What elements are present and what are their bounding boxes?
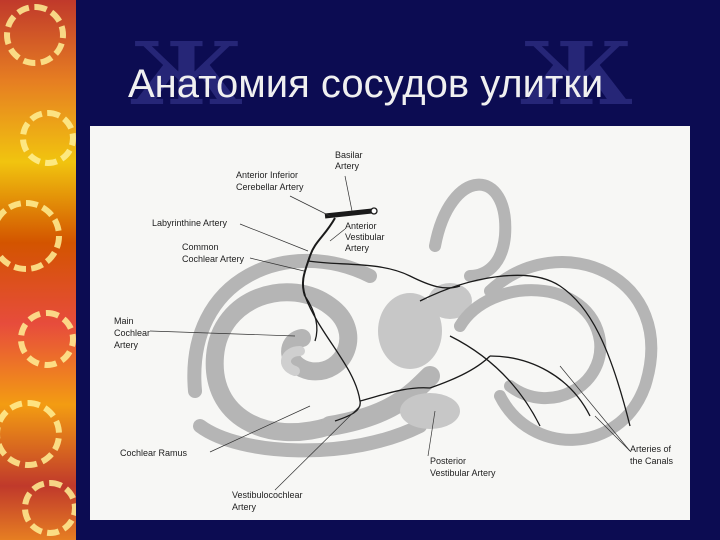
- gear-icon: [22, 480, 76, 536]
- gear-icon: [0, 200, 62, 272]
- label-basilar-artery: Artery: [335, 161, 360, 171]
- superior-canal: [435, 185, 505, 276]
- labyrinth-bone: [194, 185, 651, 451]
- gear-icon: [4, 4, 66, 66]
- label-main-cochlear-artery: Cochlear: [114, 328, 150, 338]
- aica: [310, 218, 335, 256]
- ampulla: [400, 393, 460, 429]
- label-basilar-artery: Basilar: [335, 150, 363, 160]
- gear-icon: [18, 310, 76, 368]
- label-common-cochlear-artery: Cochlear Artery: [182, 254, 245, 264]
- label-posterior-vestibular-artery: Posterior: [430, 456, 466, 466]
- label-arteries-of-canals: the Canals: [630, 456, 674, 466]
- label-labyrinthine-artery: Labyrinthine Artery: [152, 218, 228, 228]
- label-anterior-vestibular-artery: Anterior: [345, 221, 377, 231]
- label-aica: Anterior Inferior: [236, 170, 298, 180]
- slide-title: Анатомия сосудов улитки: [128, 62, 603, 107]
- basilar-artery-end: [371, 208, 377, 214]
- label-common-cochlear-artery: Common: [182, 242, 219, 252]
- diagram-svg: Basilar Artery Anterior Inferior Cerebel…: [90, 126, 690, 520]
- label-vestibulocochlear-artery: Vestibulocochlear: [232, 490, 303, 500]
- label-arteries-of-canals: Arteries of: [630, 444, 672, 454]
- label-anterior-vestibular-artery: Artery: [345, 243, 370, 253]
- label-posterior-vestibular-artery: Vestibular Artery: [430, 468, 496, 478]
- canal-artery-2: [450, 336, 540, 426]
- gear-icon: [20, 110, 76, 166]
- gear-icon: [0, 400, 62, 468]
- decorative-gear-strip: [0, 0, 76, 540]
- label-aica: Cerebellar Artery: [236, 182, 304, 192]
- label-vestibulocochlear-artery: Artery: [232, 502, 257, 512]
- lateral-canal: [460, 290, 600, 398]
- cochlea-vessel-diagram: Basilar Artery Anterior Inferior Cerebel…: [90, 126, 690, 520]
- label-main-cochlear-artery: Main: [114, 316, 134, 326]
- basilar-artery: [325, 211, 372, 216]
- label-cochlear-ramus: Cochlear Ramus: [120, 448, 188, 458]
- label-main-cochlear-artery: Artery: [114, 340, 139, 350]
- label-anterior-vestibular-artery: Vestibular: [345, 232, 385, 242]
